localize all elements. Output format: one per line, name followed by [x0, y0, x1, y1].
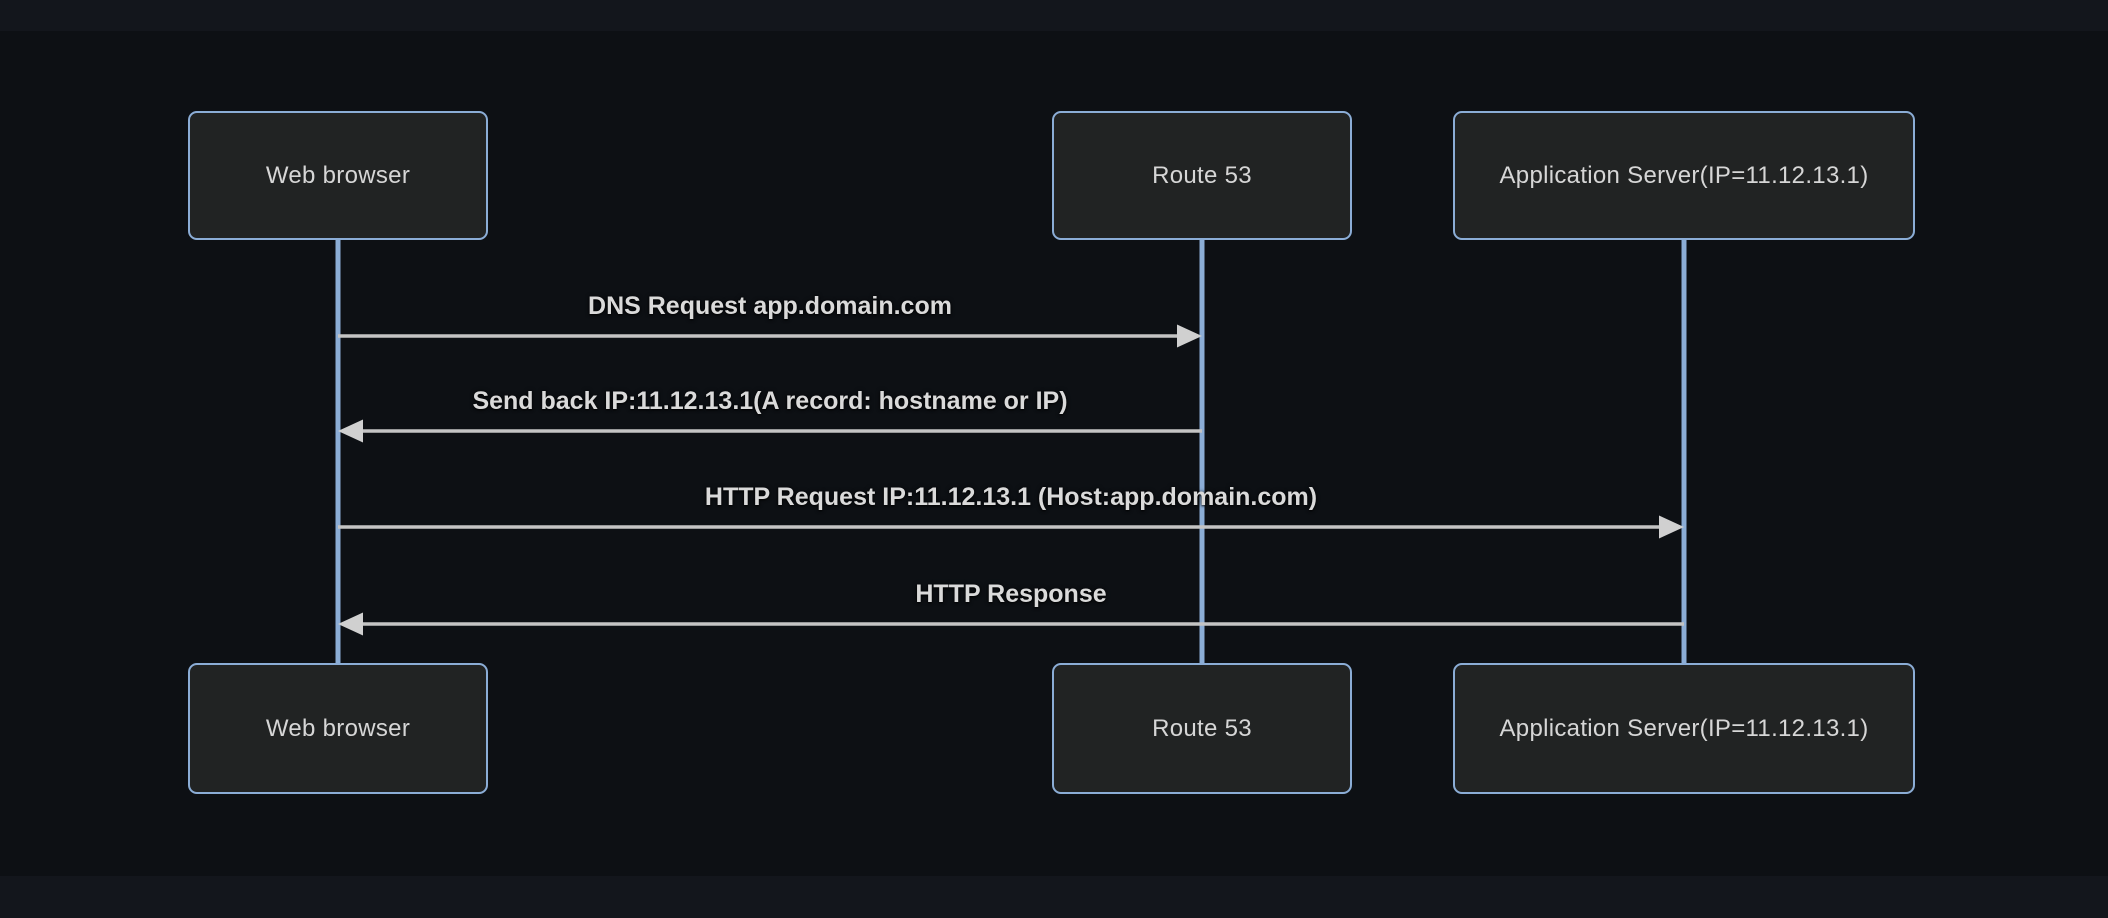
arrowhead-left-dns-response: [338, 419, 363, 443]
message-label-http-response: HTTP Response: [915, 580, 1107, 608]
actor-box-route-53-bottom: Route 53: [1052, 663, 1352, 794]
top-edge-band: [0, 0, 2108, 31]
actor-box-route-53-top: Route 53: [1052, 111, 1352, 240]
actor-label-route-53: Route 53: [1152, 161, 1252, 189]
arrowhead-right-dns-request: [1177, 324, 1202, 348]
message-label-dns-request: DNS Request app.domain.com: [588, 292, 952, 320]
message-label-dns-response: Send back IP:11.12.13.1(A record: hostna…: [472, 387, 1068, 415]
actor-label-web-browser: Web browser: [265, 161, 411, 189]
actor-label-route-53: Route 53: [1152, 714, 1252, 742]
actor-box-application-server-top: Application Server(IP=11.12.13.1): [1453, 111, 1915, 240]
message-label-http-request: HTTP Request IP:11.12.13.1 (Host:app.dom…: [704, 483, 1318, 511]
actor-label-application-server: Application Server(IP=11.12.13.1): [1499, 161, 1869, 189]
arrowhead-left-http-response: [338, 612, 363, 636]
actor-label-web-browser: Web browser: [265, 714, 411, 742]
actor-box-application-server-bottom: Application Server(IP=11.12.13.1): [1453, 663, 1915, 794]
actor-box-web-browser-top: Web browser: [188, 111, 488, 240]
actor-label-application-server: Application Server(IP=11.12.13.1): [1499, 714, 1869, 742]
arrowhead-right-http-request: [1659, 515, 1684, 539]
bottom-edge-band: [0, 876, 2108, 918]
actor-box-web-browser-bottom: Web browser: [188, 663, 488, 794]
